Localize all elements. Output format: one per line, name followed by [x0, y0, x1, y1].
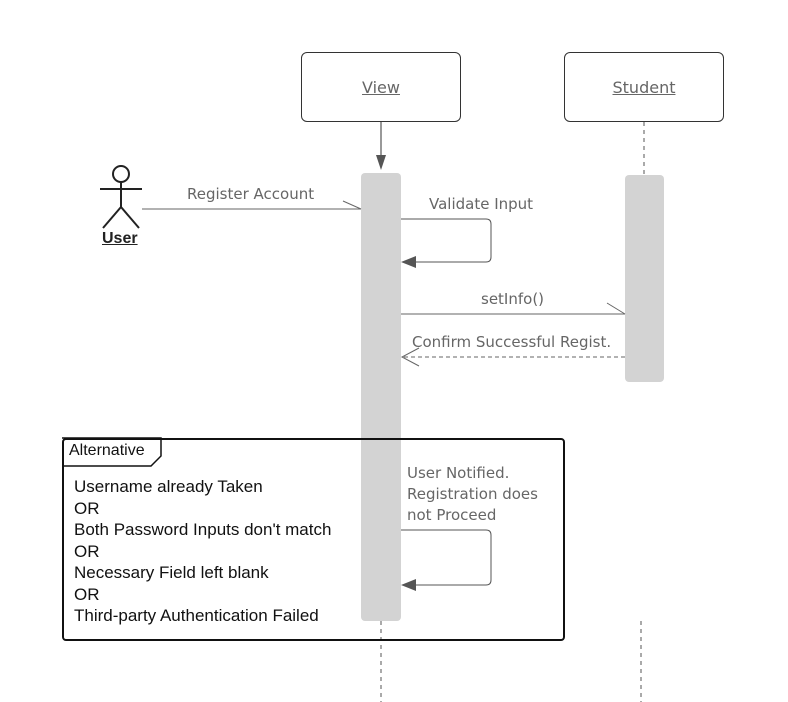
- condition-line: Username already Taken: [74, 477, 263, 496]
- setinfo-message-arrowhead: [606, 302, 626, 315]
- condition-line: Necessary Field left blank: [74, 563, 269, 582]
- confirm-message-arrowhead: [400, 347, 420, 367]
- view-lifeline-label: View: [362, 77, 400, 97]
- view-activation-bar: [361, 173, 401, 621]
- user-actor-label: User: [102, 230, 138, 247]
- user-actor-icon: [100, 165, 142, 229]
- confirm-message-label: Confirm Successful Regist.: [412, 333, 612, 351]
- alternative-fragment-tag: Alternative: [62, 438, 145, 460]
- alternative-fragment-frame: [62, 438, 565, 641]
- student-activation-bar: [625, 175, 664, 382]
- notified-self-message: [401, 529, 492, 586]
- validate-self-message: [401, 218, 492, 263]
- validate-message-label: Validate Input: [429, 195, 534, 213]
- notified-message-label: User Notified. Registration does not Pro…: [407, 464, 538, 524]
- condition-line: Third-party Authentication Failed: [74, 606, 319, 625]
- view-create-arrowhead: [376, 155, 386, 170]
- student-lifeline-label: Student: [612, 77, 676, 97]
- alternative-conditions: Username already Taken OR Both Password …: [74, 476, 331, 627]
- student-lifeline-head[interactable]: Student: [564, 52, 724, 122]
- register-message-arrowhead: [342, 200, 362, 210]
- setinfo-message-label: setInfo(): [481, 290, 545, 308]
- condition-line: Both Password Inputs don't match: [74, 520, 332, 539]
- condition-separator: OR: [74, 498, 100, 518]
- view-lifeline-head[interactable]: View: [301, 52, 461, 122]
- condition-separator: OR: [74, 584, 100, 604]
- notified-arrowhead: [401, 579, 416, 591]
- alternative-tag-label: Alternative: [69, 442, 145, 459]
- register-message-label: Register Account: [187, 185, 315, 203]
- validate-arrowhead: [401, 256, 416, 268]
- condition-separator: OR: [74, 541, 100, 561]
